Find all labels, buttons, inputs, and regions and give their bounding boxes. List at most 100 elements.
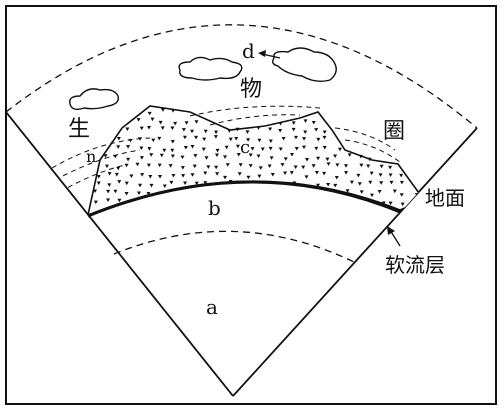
crust-dot (103, 154, 108, 158)
crust-dot (293, 165, 298, 169)
crust-dot (170, 154, 175, 159)
crust-dot (358, 154, 363, 159)
crust-dot (181, 174, 186, 178)
crust-dot (294, 147, 299, 151)
crust-dot (147, 147, 152, 151)
crust-dot (227, 129, 232, 133)
crust-dot (369, 171, 374, 176)
crust-dot (316, 156, 321, 161)
crust-dot (193, 154, 198, 158)
crust-dots (93, 108, 419, 207)
crust-dot (366, 164, 371, 168)
crust-dot (106, 189, 111, 194)
crust-dot (162, 184, 167, 188)
crust-dot (248, 153, 253, 157)
crust-dot (256, 154, 261, 159)
label-biosphere-1: 生 (68, 117, 90, 142)
crust-dot (334, 175, 339, 180)
crust-dot (356, 173, 361, 178)
crust-dot (96, 174, 101, 179)
crust-dot (333, 183, 338, 188)
crust-dot (104, 164, 109, 169)
crust-dot (399, 180, 404, 185)
crust-dot (106, 198, 111, 202)
crust-dot (149, 183, 154, 188)
crust-dot (93, 189, 98, 194)
crust-dot (289, 171, 294, 175)
crust-dot (268, 139, 273, 144)
crust-dot (201, 147, 206, 152)
crust-dot (305, 157, 310, 162)
crust-dot (388, 201, 393, 206)
crust-dot (400, 202, 405, 207)
cloud-left (69, 88, 119, 111)
crust-dot (335, 163, 340, 167)
crust-dot (116, 145, 121, 149)
crust-dot (116, 136, 121, 141)
crust-dot (258, 166, 263, 170)
crust-dot (291, 121, 296, 125)
crust-dot (158, 174, 163, 179)
crust-dot (314, 128, 319, 132)
crust-dot (246, 138, 251, 142)
crust-dot (194, 120, 199, 124)
crust-dot (173, 121, 178, 126)
inner-dashed-arc (113, 230, 355, 263)
crust-dot (190, 145, 195, 149)
crust-dot (203, 129, 208, 134)
crust-dot (170, 139, 175, 144)
crust-dot (302, 145, 307, 150)
crust-dot (257, 174, 262, 179)
crust-dot (368, 180, 373, 185)
arrow-to-asthenosphere-head (387, 226, 395, 235)
crust-dot (160, 108, 165, 112)
crust-dot (136, 118, 141, 122)
crust-dot (138, 183, 143, 188)
crust-dot (325, 157, 330, 162)
crust-dot (303, 130, 308, 135)
crust-dot (93, 200, 98, 205)
crust-dot (206, 165, 211, 169)
crust-dot (314, 146, 319, 151)
crust-dot (113, 189, 118, 194)
crust-dot (96, 181, 101, 186)
crust-dot (124, 181, 129, 186)
crust-dot (169, 180, 174, 185)
crust-dot (135, 162, 140, 167)
crust-dot (269, 156, 274, 160)
crust-dot (182, 135, 187, 140)
crust-dot (150, 117, 155, 122)
crust-dot (392, 189, 397, 194)
crust-dot (194, 181, 199, 186)
crust-dot (149, 153, 154, 157)
ground-surface-line (87, 180, 401, 218)
crust-dot (337, 147, 342, 152)
crust-dot (278, 147, 283, 152)
crust-dot (107, 172, 112, 176)
crust-dot (151, 138, 156, 143)
crust-dot (238, 163, 243, 167)
crust-dot (158, 120, 163, 125)
crust-dot (224, 145, 229, 150)
crust-dot (147, 111, 152, 116)
crust-dot (214, 165, 219, 170)
crust-dot (223, 175, 228, 180)
strata-dashed-lines (51, 105, 401, 193)
crust-dot (314, 171, 319, 175)
crust-dot (107, 183, 112, 187)
crust-dot (333, 154, 338, 159)
crust-dot (159, 153, 164, 158)
crust-dot (326, 162, 331, 166)
label-b: b (208, 196, 221, 220)
crust-dot (267, 164, 272, 168)
label-biosphere-2: 物 (240, 77, 262, 102)
crust-dot (192, 164, 197, 169)
crust-dot (139, 156, 144, 160)
cloud-right (271, 47, 337, 83)
crust-dot (117, 180, 122, 184)
crust-dot (256, 126, 261, 130)
crust-dot (116, 166, 121, 171)
crust-dot (126, 145, 131, 149)
crust-dot (290, 153, 295, 157)
